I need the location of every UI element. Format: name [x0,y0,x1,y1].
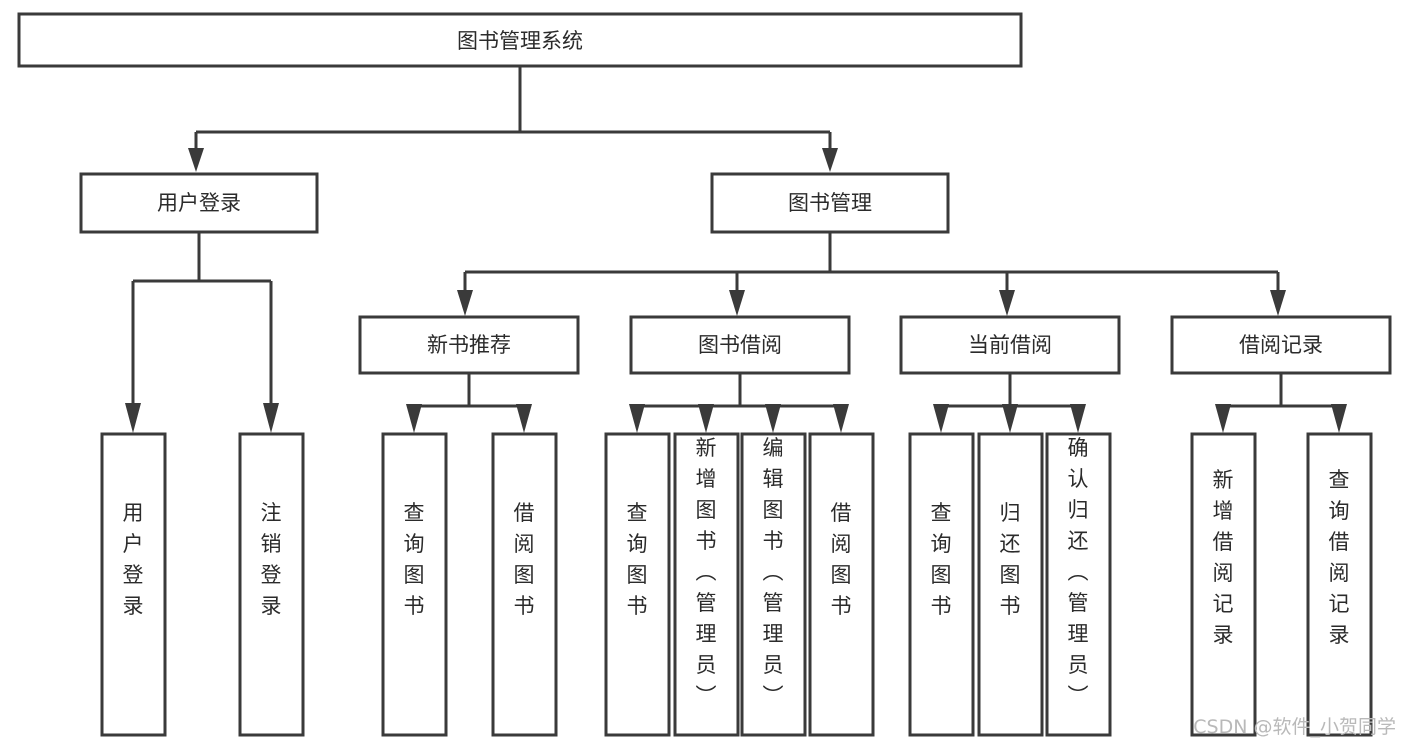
node-leaf-borrow-book-1-label: 借阅图书 [514,501,535,618]
node-leaf-user-logout[interactable]: 注销登录 [238,432,305,737]
node-book-borrow-box[interactable] [629,315,851,375]
node-leaf-confirm-return-box[interactable] [1045,432,1112,737]
node-leaf-add-record-box[interactable] [1190,432,1257,737]
node-leaf-query-book-1-label: 查询图书 [404,501,425,618]
connector-layer [125,66,1347,433]
node-leaf-confirm-return-label: 确认归还︵管理员︶ [1068,436,1089,708]
node-new-book-recommend[interactable]: 新书推荐 [358,315,580,375]
arrowhead-leaf-user-login [125,403,141,433]
node-book-borrow-label: 图书借阅 [698,333,782,357]
node-leaf-query-record-label: 查询借阅记录 [1329,468,1350,647]
node-leaf-edit-book-label: 编辑图书︵管理员︶ [763,436,784,708]
node-leaf-add-record[interactable]: 新增借阅记录 [1190,432,1257,737]
arrowhead-leaf-edit-book [765,404,781,433]
node-book-management-box[interactable] [710,172,950,234]
node-leaf-add-book[interactable]: 新增图书︵管理员︶ [673,432,740,737]
node-leaf-borrow-book-2-label: 借阅图书 [831,501,852,618]
node-leaf-query-book-2-box[interactable] [604,432,671,737]
node-leaf-borrow-book-2[interactable]: 借阅图书 [808,432,875,737]
arrowhead-leaf-borrow-book-1 [516,404,532,433]
node-leaf-query-book-3[interactable]: 查询图书 [908,432,975,737]
node-leaf-query-book-1[interactable]: 查询图书 [381,432,448,737]
arrowhead-leaf-return-book [1002,404,1018,433]
node-leaf-borrow-book-1[interactable]: 借阅图书 [491,432,558,737]
node-book-borrow[interactable]: 图书借阅 [629,315,851,375]
node-leaf-add-record-label: 新增借阅记录 [1213,468,1234,647]
node-leaf-user-logout-label: 注销登录 [261,501,282,618]
node-leaf-borrow-book-1-box[interactable] [491,432,558,737]
node-user-login[interactable]: 用户登录 [79,172,319,234]
node-root-box[interactable] [17,12,1023,68]
node-root[interactable]: 图书管理系统 [17,12,1023,68]
arrowhead-leaf-borrow-book-2 [833,404,849,433]
arrowhead-leaf-query-book-2 [629,404,645,433]
arrowhead-leaf-query-book-1 [406,404,422,433]
node-leaf-query-book-2[interactable]: 查询图书 [604,432,671,737]
node-leaf-query-record-box[interactable] [1306,432,1373,737]
node-new-book-recommend-box[interactable] [358,315,580,375]
node-leaf-user-login-box[interactable] [100,432,167,737]
node-borrow-record[interactable]: 借阅记录 [1170,315,1392,375]
node-leaf-edit-book-box[interactable] [740,432,807,737]
arrowhead-leaf-query-record [1331,404,1347,433]
node-leaf-user-logout-box[interactable] [238,432,305,737]
node-leaf-query-record[interactable]: 查询借阅记录 [1306,432,1373,737]
node-book-management-label: 图书管理 [788,191,872,215]
node-leaf-return-book-box[interactable] [977,432,1044,737]
arrowhead-book-management [822,148,838,172]
arrowhead-leaf-add-record [1215,404,1231,433]
node-book-management[interactable]: 图书管理 [710,172,950,234]
node-current-borrow-label: 当前借阅 [968,333,1052,357]
node-borrow-record-box[interactable] [1170,315,1392,375]
node-leaf-return-book-label: 归还图书 [1000,501,1021,618]
arrowhead-leaf-query-book-3 [933,404,949,433]
node-current-borrow-box[interactable] [899,315,1121,375]
node-root-label: 图书管理系统 [457,29,583,53]
arrowhead-borrow-record [1270,290,1286,316]
node-borrow-record-label: 借阅记录 [1239,333,1323,357]
arrowhead-new-book-recommend [457,290,473,316]
node-leaf-query-book-2-label: 查询图书 [627,501,648,618]
arrowhead-book-borrow [729,290,745,316]
csdn-watermark: CSDN @软件_小贺同学 [1193,716,1396,738]
node-leaf-user-login-label: 用户登录 [123,501,144,618]
arrowhead-leaf-add-book [698,404,714,433]
node-leaf-edit-book[interactable]: 编辑图书︵管理员︶ [740,432,807,737]
arrowhead-current-borrow [999,290,1015,316]
node-user-login-box[interactable] [79,172,319,234]
arrowhead-user-login [188,148,204,172]
arrowhead-leaf-user-logout [263,403,279,433]
node-leaf-query-book-3-box[interactable] [908,432,975,737]
node-leaf-query-book-3-label: 查询图书 [931,501,952,618]
node-leaf-query-book-1-box[interactable] [381,432,448,737]
node-new-book-recommend-label: 新书推荐 [427,333,511,357]
node-current-borrow[interactable]: 当前借阅 [899,315,1121,375]
node-leaf-user-login[interactable]: 用户登录 [100,432,167,737]
node-leaf-add-book-label: 新增图书︵管理员︶ [696,436,717,708]
node-leaf-confirm-return[interactable]: 确认归还︵管理员︶ [1045,432,1112,737]
node-leaf-add-book-box[interactable] [673,432,740,737]
node-leaf-return-book[interactable]: 归还图书 [977,432,1044,737]
arrowhead-leaf-confirm-return [1070,404,1086,433]
node-user-login-label: 用户登录 [157,191,241,215]
node-leaf-borrow-book-2-box[interactable] [808,432,875,737]
